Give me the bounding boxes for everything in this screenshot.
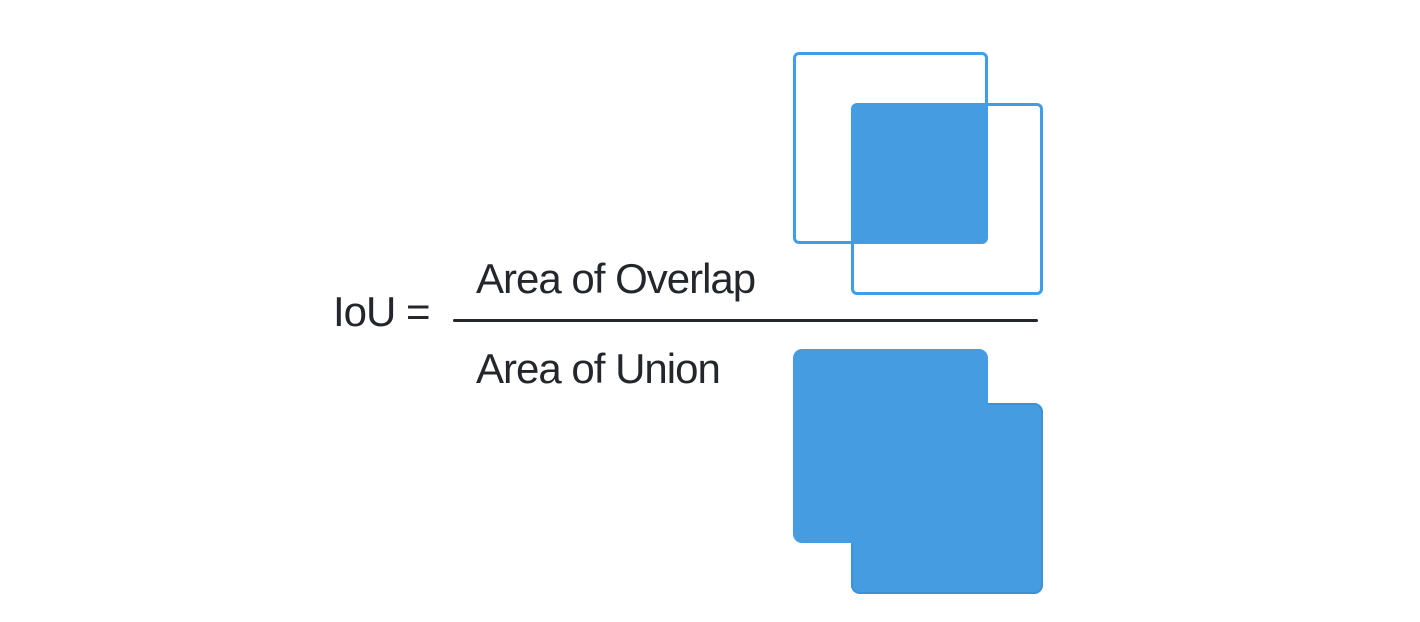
union-box-front bbox=[793, 349, 988, 543]
numerator-label: Area of Overlap bbox=[476, 255, 756, 302]
iou-label: IoU = bbox=[333, 288, 431, 335]
intersection-region bbox=[851, 103, 988, 244]
fraction-bar bbox=[453, 319, 1038, 322]
denominator-label: Area of Union bbox=[476, 345, 721, 392]
